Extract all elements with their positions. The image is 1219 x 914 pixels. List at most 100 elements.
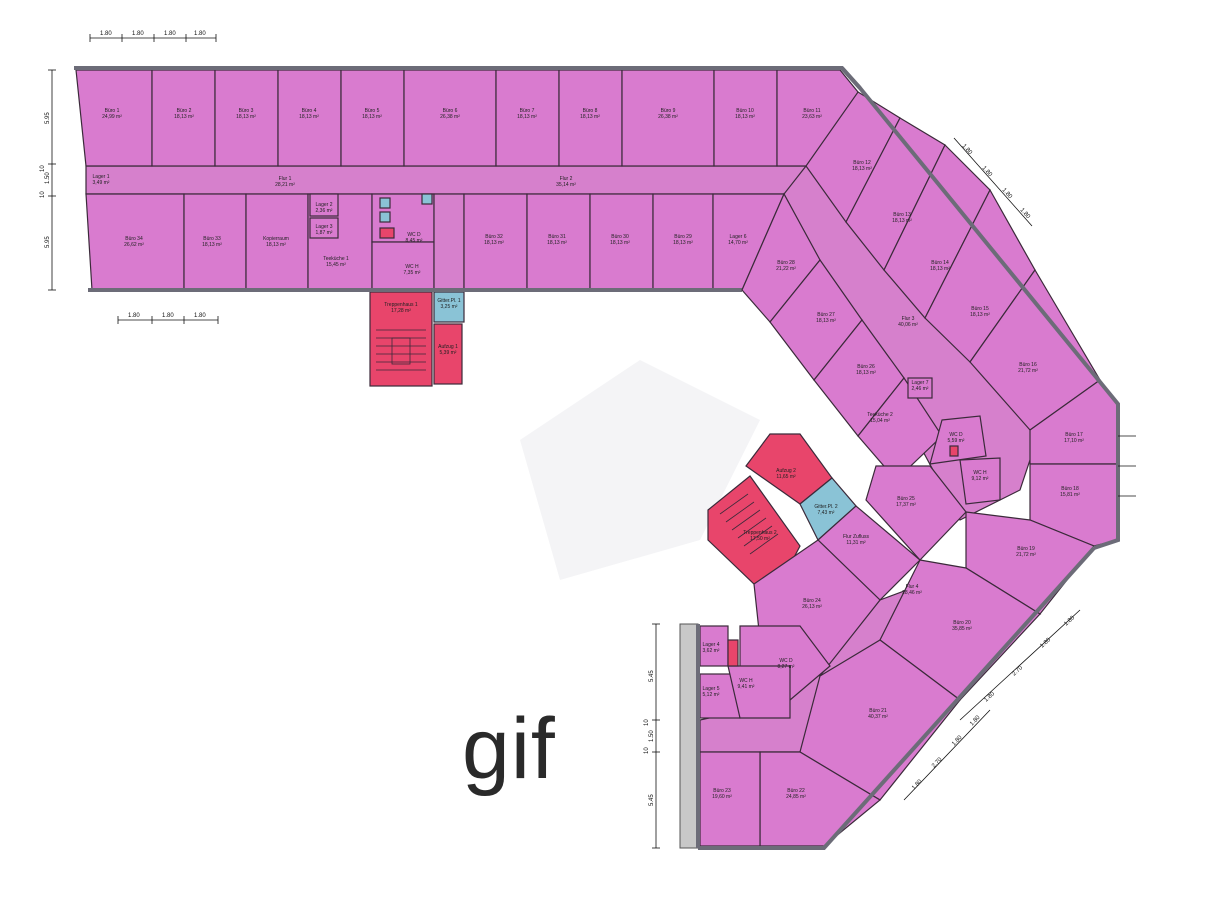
corridor-stub <box>433 193 465 291</box>
room-area-buero-25: 17,37 m² <box>896 502 916 508</box>
room-name-buero-8: Büro 8 <box>583 108 598 114</box>
dim-bottom-3: 1.80 <box>194 313 206 319</box>
room-area-lager-6: 14,70 m² <box>728 240 748 246</box>
room-name-lager-6: Lager 6 <box>730 234 747 240</box>
room-area-wch-1: 7,35 m² <box>404 270 421 276</box>
room-area-flur-2: 35,14 m² <box>556 182 576 188</box>
room-buero-31 <box>526 193 591 291</box>
dim-top-1: 1.80 <box>100 31 112 37</box>
room-name-lager-3: Lager 3 <box>316 224 333 230</box>
dim-ll-5: 5.45 <box>649 794 655 806</box>
room-name-schacht-1: Gitter.Pl. 1 <box>437 298 461 304</box>
room-area-buero-23: 19,60 m² <box>712 794 732 800</box>
room-area-buero-33: 18,13 m² <box>202 242 222 248</box>
room-name-copy: Kopierraum <box>263 236 289 242</box>
right-ticks <box>1118 435 1136 497</box>
room-area-lager-4: 3,62 m² <box>703 648 720 654</box>
south-wing <box>679 539 1096 850</box>
room-area-buero-12: 18,13 m² <box>852 166 872 172</box>
room-name-flur-5: Flur Zufluss <box>843 534 870 540</box>
room-area-buero-14: 18,13 m² <box>930 266 950 272</box>
background-watermark-shape <box>520 360 760 580</box>
room-area-lager-3: 1,87 m² <box>316 230 333 236</box>
room-area-copy: 18,13 m² <box>266 242 286 248</box>
room-name-wch-1: WC H <box>405 264 419 270</box>
room-area-buero-19: 21,72 m² <box>1016 552 1036 558</box>
dim-left-5: 5.95 <box>45 236 51 248</box>
room-name-buero-17: Büro 17 <box>1065 432 1083 438</box>
stair-steps-2 <box>719 493 779 555</box>
room-name-buero-27: Büro 27 <box>817 312 835 318</box>
room-name-buero-5: Büro 5 <box>365 108 380 114</box>
room-name-buero-28: Büro 28 <box>777 260 795 266</box>
room-area-buero-17: 17,10 m² <box>1064 438 1084 444</box>
room-buero-9 <box>621 69 715 167</box>
room-buero-20 <box>879 559 1041 701</box>
room-name-lager-4: Lager 4 <box>703 642 720 648</box>
room-area-buero-5: 18,13 m² <box>362 114 382 120</box>
room-aufzug-2 <box>745 433 833 505</box>
room-area-schacht-1: 3,25 m² <box>441 304 458 310</box>
dim-lda-4: 1.80 <box>983 691 996 704</box>
ne-wing <box>741 66 1120 615</box>
room-name-buero-16: Büro 16 <box>1019 362 1037 368</box>
dim-ll-4: 10 <box>644 747 650 754</box>
room-area-buero-18: 15,81 m² <box>1060 492 1080 498</box>
room-name-buero-10: Büro 10 <box>736 108 754 114</box>
room-name-buero-23: Büro 23 <box>713 788 731 794</box>
room-name-wch-2: WC H <box>973 470 987 476</box>
room-buero-25 <box>865 465 967 561</box>
room-aufzug-1 <box>433 323 463 385</box>
room-area-aufzug-1: 5,39 m² <box>440 350 457 356</box>
room-area-flur-5: 11,31 m² <box>846 540 866 546</box>
room-area-flur-1: 28,21 m² <box>275 182 295 188</box>
room-area-wcd-2: 5,59 m² <box>948 438 965 444</box>
room-wch-1 <box>371 241 435 291</box>
dim-ldb-4: 1.80 <box>911 778 924 791</box>
room-name-buero-12: Büro 12 <box>853 160 871 166</box>
room-name-wch-3: WC H <box>739 678 753 684</box>
room-name-buero-21: Büro 21 <box>869 708 887 714</box>
dimension-lower-left: 5.45 10 1.50 10 5.45 <box>644 623 660 849</box>
room-name-buero-33: Büro 33 <box>203 236 221 242</box>
room-name-aufzug-1: Aufzug 1 <box>438 344 458 350</box>
room-area-buero-31: 18,13 m² <box>547 240 567 246</box>
room-area-buero-6: 26,38 m² <box>440 114 460 120</box>
room-name-buero-13: Büro 13 <box>893 212 911 218</box>
room-area-buero-21: 40,37 m² <box>868 714 888 720</box>
room-area-buero-20: 35,85 m² <box>952 626 972 632</box>
room-name-buero-14: Büro 14 <box>931 260 949 266</box>
room-name-buero-2: Büro 2 <box>177 108 192 114</box>
corridor-west <box>85 165 807 195</box>
room-buero-4 <box>277 69 342 167</box>
room-lager-2 <box>309 193 339 217</box>
room-name-buero-29: Büro 29 <box>674 234 692 240</box>
dim-ll-1: 5.45 <box>649 670 655 682</box>
fixture-2 <box>379 211 391 223</box>
room-name-buero-34: Büro 34 <box>125 236 143 242</box>
room-name-lager-1: Lager 1 <box>93 174 110 180</box>
room-name-tee-2: Teeküche 2 <box>867 412 893 418</box>
room-name-buero-32: Büro 32 <box>485 234 503 240</box>
room-buero-32 <box>463 193 528 291</box>
room-name-wcd-1: WC D <box>407 232 421 238</box>
dim-top-4: 1.80 <box>194 31 206 37</box>
room-area-lager-1: 3,49 m² <box>93 180 110 186</box>
dim-left-3: 1.50 <box>45 172 51 184</box>
toilet-red-2 <box>949 445 959 457</box>
room-area-buero-30: 18,13 m² <box>610 240 630 246</box>
fixture-3 <box>421 193 433 205</box>
dim-top-2: 1.80 <box>132 31 144 37</box>
room-area-buero-10: 18,13 m² <box>735 114 755 120</box>
toilet-red <box>379 227 395 239</box>
dim-left-1: 5.95 <box>45 112 51 124</box>
outer-wall-ne <box>840 66 1120 550</box>
room-name-buero-20: Büro 20 <box>953 620 971 626</box>
room-area-tee-2: 15,04 m² <box>870 418 890 424</box>
room-name-buero-22: Büro 22 <box>787 788 805 794</box>
room-area-buero-4: 18,13 m² <box>299 114 319 120</box>
room-area-trh-1: 17,28 m² <box>391 308 411 314</box>
dim-lda-2: 1.80 <box>1039 637 1052 650</box>
dimension-left: 5.95 10 1.50 10 5.95 <box>40 69 56 291</box>
